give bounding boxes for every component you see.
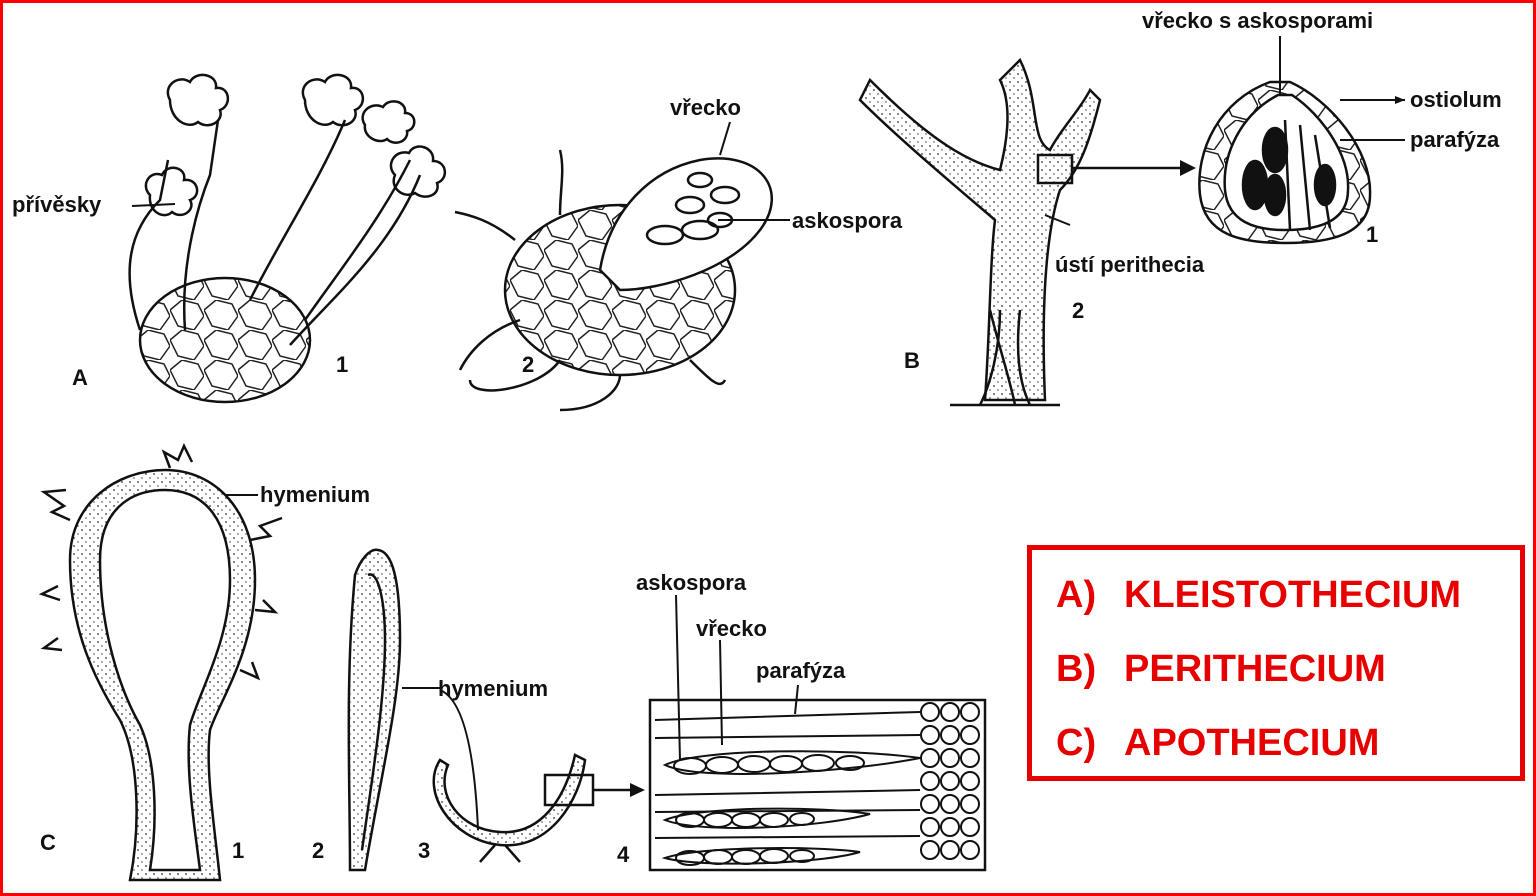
mark-C2: 2 <box>312 838 324 863</box>
mark-C4: 4 <box>617 842 630 867</box>
mark-C1: 1 <box>232 838 244 863</box>
cleistothecium-a2 <box>455 150 772 410</box>
cell-column <box>921 703 979 859</box>
leader-vrecko <box>720 122 730 155</box>
label-askospora-c4: askospora <box>636 570 747 595</box>
cleistothecium-a1 <box>130 75 445 402</box>
perithecium-b1 <box>1199 82 1370 243</box>
legend-item-c: C)APOTHECIUM <box>1056 722 1379 765</box>
label-parafyza-c4: parafýza <box>756 658 846 683</box>
legend-item-a: A)KLEISTOTHECIUM <box>1056 574 1461 617</box>
leader-privesky <box>132 204 175 206</box>
label-vrecko: vřecko <box>670 95 741 120</box>
label-parafyza: parafýza <box>1410 127 1500 152</box>
mark-B: B <box>904 348 920 373</box>
mark-C3: 3 <box>418 838 430 863</box>
leader-askospora-c4 <box>676 595 680 760</box>
leader-vrecko-c4 <box>720 640 722 745</box>
legend-key-b: B) <box>1056 648 1124 691</box>
mark-A1: 1 <box>336 352 348 377</box>
mark-C: C <box>40 830 56 855</box>
label-hymenium-c: hymenium <box>438 676 548 701</box>
apothecium-c2 <box>349 550 400 870</box>
label-hymenium: hymenium <box>260 482 370 507</box>
legend-text-c: APOTHECIUM <box>1124 722 1379 764</box>
label-vrecko-c4: vřecko <box>696 616 767 641</box>
hymenium-detail-c4 <box>650 700 985 870</box>
zoom-arrowhead-c <box>630 783 645 797</box>
apothecium-c1 <box>42 446 282 880</box>
mark-A2: 2 <box>522 352 534 377</box>
zoom-arrowhead-b <box>1180 160 1196 176</box>
mark-B1: 1 <box>1366 222 1378 247</box>
mark-A: A <box>72 365 88 390</box>
apothecium-c3 <box>434 755 593 862</box>
legend-key-a: A) <box>1056 574 1124 617</box>
label-askospora: askospora <box>792 208 903 233</box>
label-privesky: přívěsky <box>12 192 102 217</box>
ostiolum-arrowhead <box>1395 96 1405 104</box>
mark-B2: 2 <box>1072 298 1084 323</box>
legend-box: A)KLEISTOTHECIUM B)PERITHECIUM C)APOTHEC… <box>1027 545 1525 781</box>
legend-key-c: C) <box>1056 722 1124 765</box>
legend-text-a: KLEISTOTHECIUM <box>1124 574 1461 616</box>
legend-text-b: PERITHECIUM <box>1124 648 1386 690</box>
label-vrecko-s-askosporami: vřecko s askosporami <box>1142 8 1373 33</box>
label-ostiolum: ostiolum <box>1410 87 1502 112</box>
label-usti-perithecia: ústí perithecia <box>1055 252 1205 277</box>
legend-item-b: B)PERITHECIUM <box>1056 648 1386 691</box>
ascospores-row-1 <box>674 755 864 774</box>
